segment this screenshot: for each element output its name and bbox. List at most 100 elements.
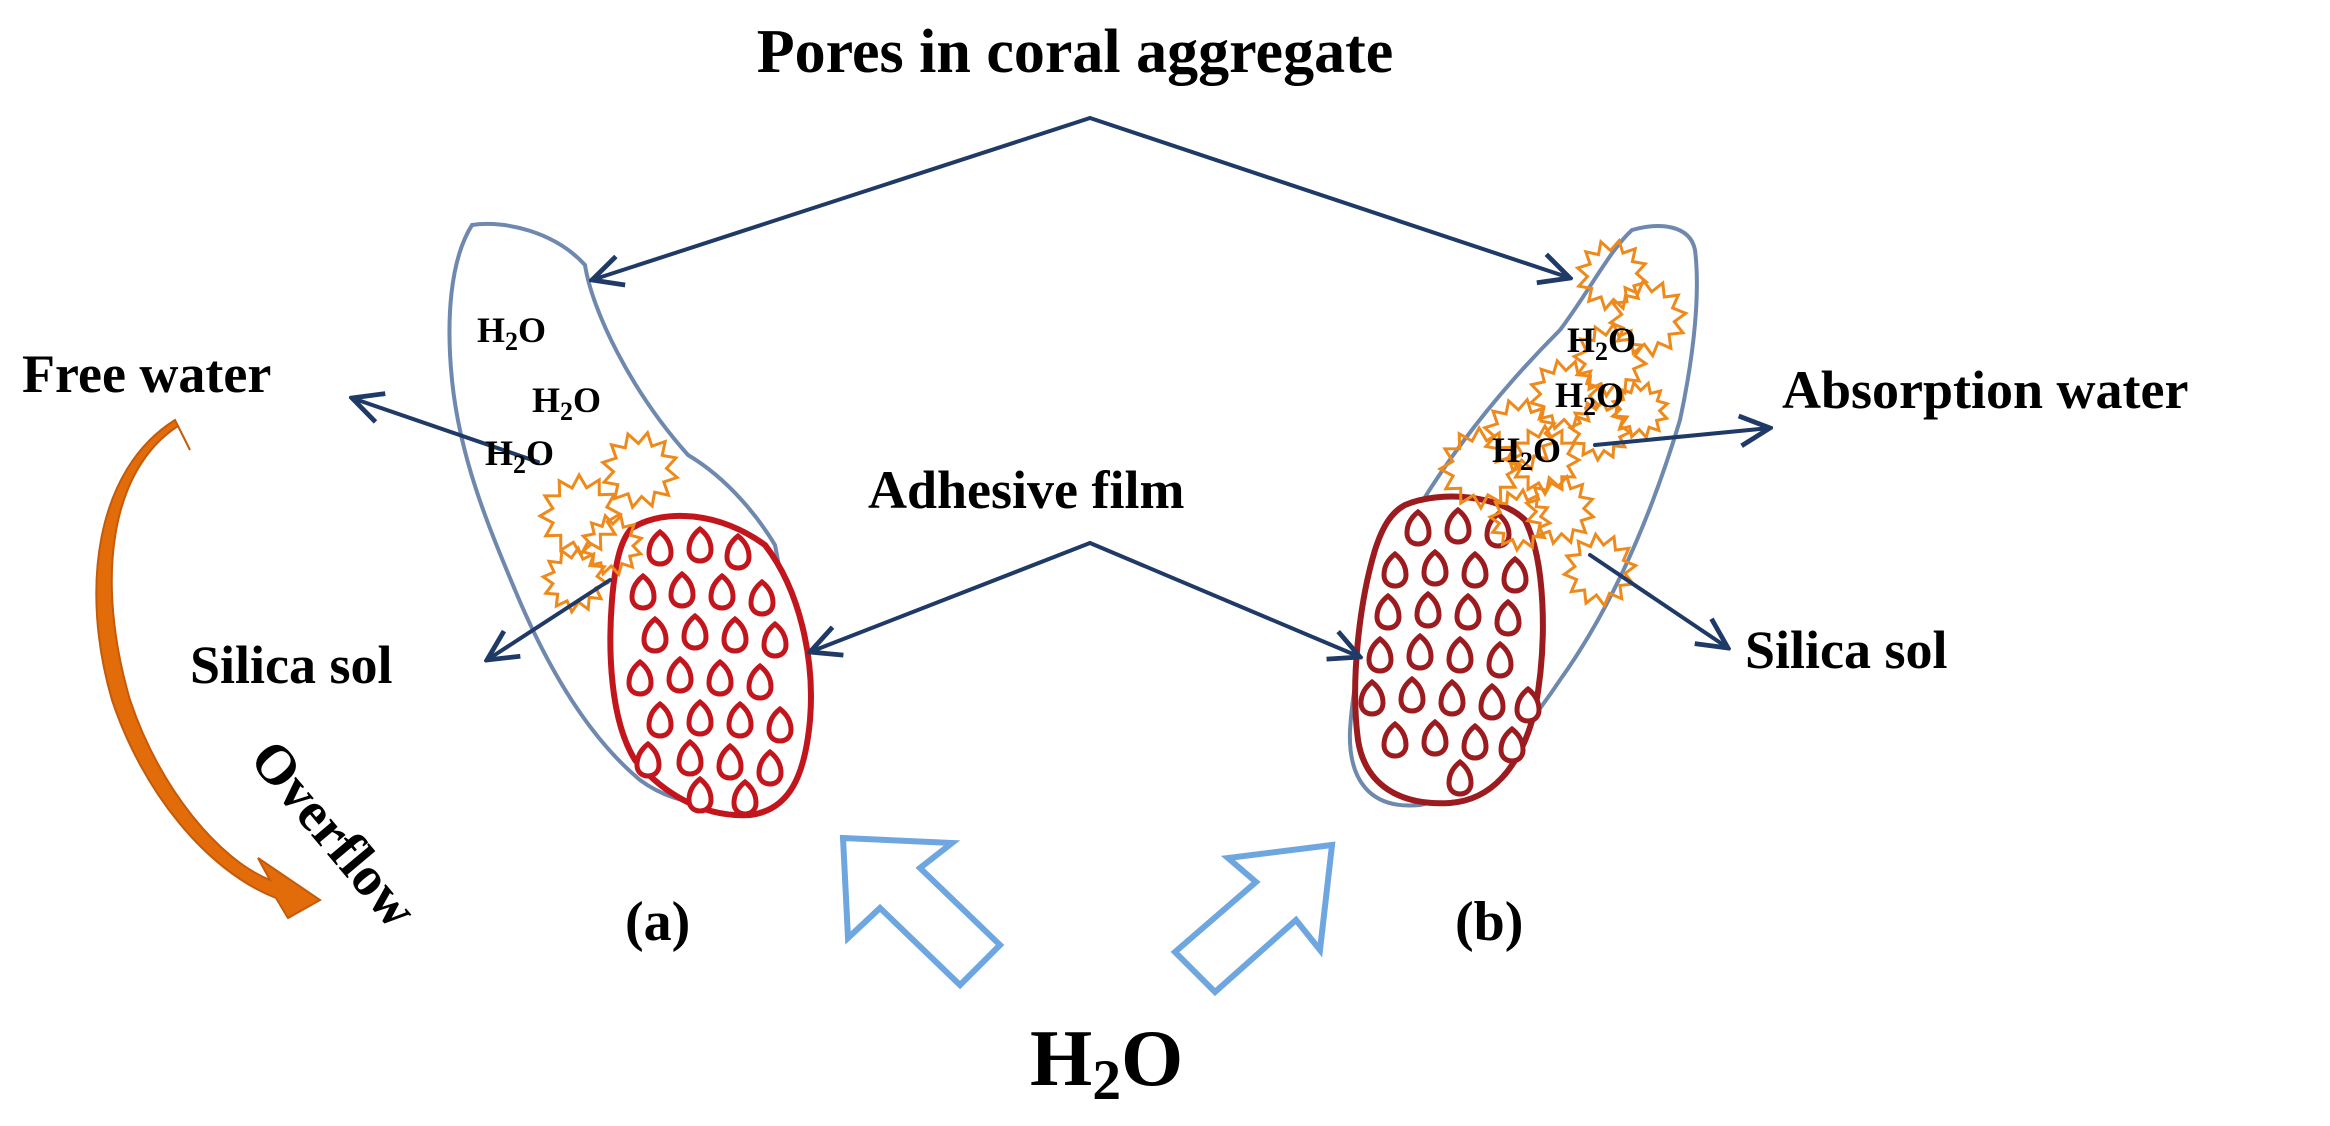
left-particle-dot	[649, 704, 671, 736]
h2o-right-3: H2O	[1492, 430, 1561, 476]
right-silica-star	[1561, 531, 1639, 609]
left-particle-dot	[679, 742, 701, 774]
absorption-water-arrow	[1593, 428, 1770, 445]
right-particle-dot	[1464, 726, 1486, 758]
right-silica-star	[1571, 321, 1649, 399]
left-particle-dot	[764, 624, 786, 656]
right-silica-star	[1523, 473, 1597, 547]
right-silica-star	[1607, 277, 1689, 359]
right-particle-dot	[1384, 554, 1406, 586]
right-particle-dot	[1497, 602, 1519, 634]
right-particle-dot	[1517, 689, 1539, 721]
right-particle-dot	[1409, 636, 1431, 668]
left-particle-dot	[637, 744, 659, 776]
left-particle-dot	[709, 662, 731, 694]
free-water-arrow	[352, 398, 540, 464]
left-particle-dot	[769, 709, 791, 741]
water-arrow-left	[839, 834, 1005, 990]
right-particle-dot	[1417, 594, 1439, 626]
right-particle-dot	[1361, 682, 1383, 714]
silica-sol-arrow-right	[1588, 553, 1728, 648]
left-silica-sol-stars	[536, 429, 681, 615]
water-arrows	[839, 834, 1336, 997]
right-particle-dot	[1369, 639, 1391, 671]
left-particle-dot	[632, 576, 654, 608]
right-particle-dot	[1384, 724, 1406, 756]
left-silica-star	[579, 512, 645, 578]
overflow-arrow	[95, 418, 322, 920]
right-particle-dot	[1401, 679, 1423, 711]
water-arrow-right	[1170, 841, 1336, 997]
right-particle-dot	[1407, 512, 1429, 544]
adhesive-arrow-right	[1088, 541, 1360, 657]
h2o-right-2: H2O	[1555, 375, 1624, 421]
left-particle-dot	[751, 582, 773, 614]
right-particle-dot	[1457, 596, 1479, 628]
h2o-left-1: H2O	[477, 310, 546, 356]
h2o-labels: H2O H2O H2O H2O H2O H2O H2O	[477, 310, 1636, 1112]
right-silica-star	[1507, 422, 1583, 498]
right-particle-dot	[1501, 729, 1523, 761]
right-particle-dot	[1447, 510, 1469, 542]
silica-sol-left-label: Silica sol	[190, 635, 393, 695]
right-particle-dot	[1377, 596, 1399, 628]
right-particle-dot	[1481, 686, 1503, 718]
right-silica-star	[1609, 379, 1671, 441]
left-particle-dot	[734, 782, 756, 814]
adhesive-film-label: Adhesive film	[868, 460, 1185, 520]
left-particle-dot	[684, 616, 706, 648]
left-particle-dot	[711, 576, 733, 608]
left-particle-dot	[759, 752, 781, 784]
left-particle-dot	[649, 532, 671, 564]
right-particle-dot	[1441, 682, 1463, 714]
h2o-main-label: H2O	[1030, 1015, 1183, 1112]
right-silica-star	[1481, 396, 1559, 474]
left-particle-dot	[729, 704, 751, 736]
left-particle-dot	[749, 666, 771, 698]
overflow-label: Overflow	[238, 729, 430, 941]
pores-arrow-right	[1088, 116, 1570, 278]
absorption-water-label: Absorption water	[1782, 360, 2188, 420]
right-silica-star	[1436, 424, 1524, 512]
right-particle-dot	[1449, 639, 1471, 671]
adhesive-arrow-left	[810, 541, 1092, 652]
silica-sol-right-label: Silica sol	[1745, 620, 1948, 680]
right-pore-outline	[1347, 224, 1699, 808]
left-particle-dot	[689, 529, 711, 561]
right-silica-star	[1487, 487, 1553, 553]
right-particle-dot	[1504, 559, 1526, 591]
left-particle-dot	[669, 659, 691, 691]
left-particle	[607, 512, 814, 819]
pores-label: Pores in coral aggregate	[757, 18, 1393, 86]
panel-b-label: (b)	[1455, 891, 1523, 953]
right-particle	[1352, 493, 1546, 807]
left-particle-dot	[719, 746, 741, 778]
right-silica-sol-stars	[1436, 237, 1689, 609]
right-silica-star	[1574, 237, 1650, 313]
left-particle-dot	[671, 574, 693, 606]
left-particle-dot	[727, 536, 749, 568]
pores-arrow-left	[592, 116, 1092, 280]
left-particle-dot	[689, 702, 711, 734]
left-silica-star	[599, 429, 681, 511]
right-silica-star	[1567, 397, 1633, 463]
free-water-label: Free water	[22, 344, 271, 404]
right-particle-dot	[1449, 762, 1471, 794]
left-particle-dot	[644, 619, 666, 651]
right-particle-dot	[1464, 554, 1486, 586]
h2o-left-3: H2O	[485, 433, 554, 479]
right-particle-dot	[1489, 644, 1511, 676]
h2o-right-1: H2O	[1567, 320, 1636, 366]
left-silica-star	[536, 471, 624, 559]
h2o-left-2: H2O	[532, 380, 601, 426]
right-particle-dot	[1424, 552, 1446, 584]
right-particle-dot	[1424, 722, 1446, 754]
silica-sol-arrow-left	[487, 578, 612, 660]
left-particle-dot	[724, 619, 746, 651]
panel-a-label: (a)	[625, 891, 690, 953]
left-particle-dot	[629, 662, 651, 694]
left-particle-dot	[689, 779, 711, 811]
pointer-arrows	[352, 116, 1770, 660]
